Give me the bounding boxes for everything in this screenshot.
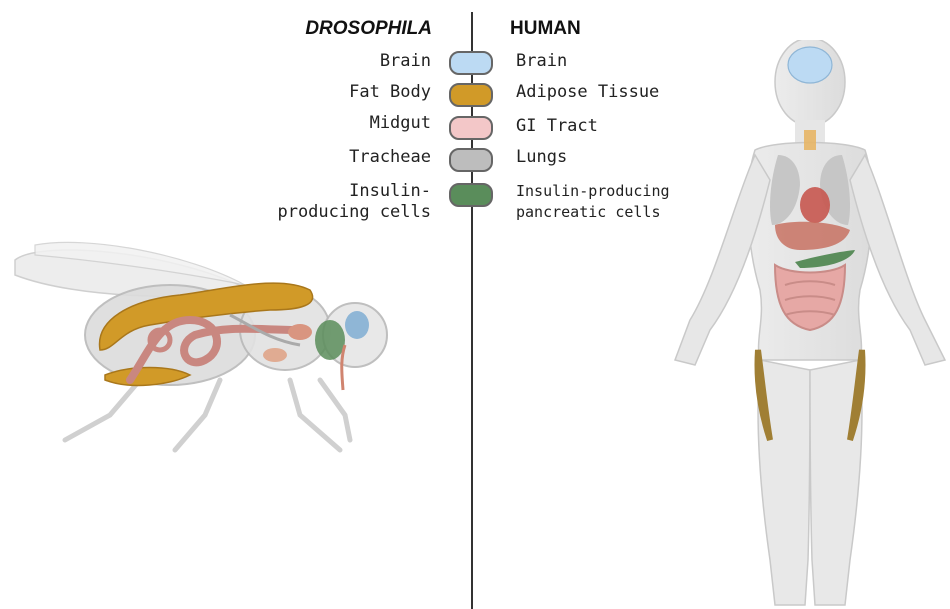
human-adipose-label: Adipose Tissue — [516, 82, 659, 103]
human-ipc-label-line2: pancreatic cells — [516, 202, 661, 223]
fly-brain-label: Brain — [380, 51, 431, 72]
fly-midgut-label: Midgut — [370, 113, 431, 134]
human-ipc-label-line1: Insulin-producing — [516, 181, 670, 202]
fat-swatch — [449, 83, 493, 107]
fly-fat-body-label: Fat Body — [349, 82, 431, 103]
drosophila-anatomy-icon — [0, 230, 420, 470]
human-lungs-label: Lungs — [516, 147, 567, 168]
brain-swatch — [449, 51, 493, 75]
drosophila-header: DROSOPHILA — [260, 18, 432, 40]
respiratory-swatch — [449, 148, 493, 172]
human-gi-tract-label: GI Tract — [516, 116, 598, 137]
human-header: HUMAN — [510, 18, 581, 40]
fly-tracheae-label: Tracheae — [349, 147, 431, 168]
human-anatomy-icon — [660, 40, 950, 609]
fly-ipc-label-line1: Insulin- — [349, 181, 431, 202]
gut-swatch — [449, 116, 493, 140]
insulin-swatch — [449, 183, 493, 207]
fly-ipc-label-line2: producing cells — [277, 202, 431, 223]
human-brain-label: Brain — [516, 51, 567, 72]
